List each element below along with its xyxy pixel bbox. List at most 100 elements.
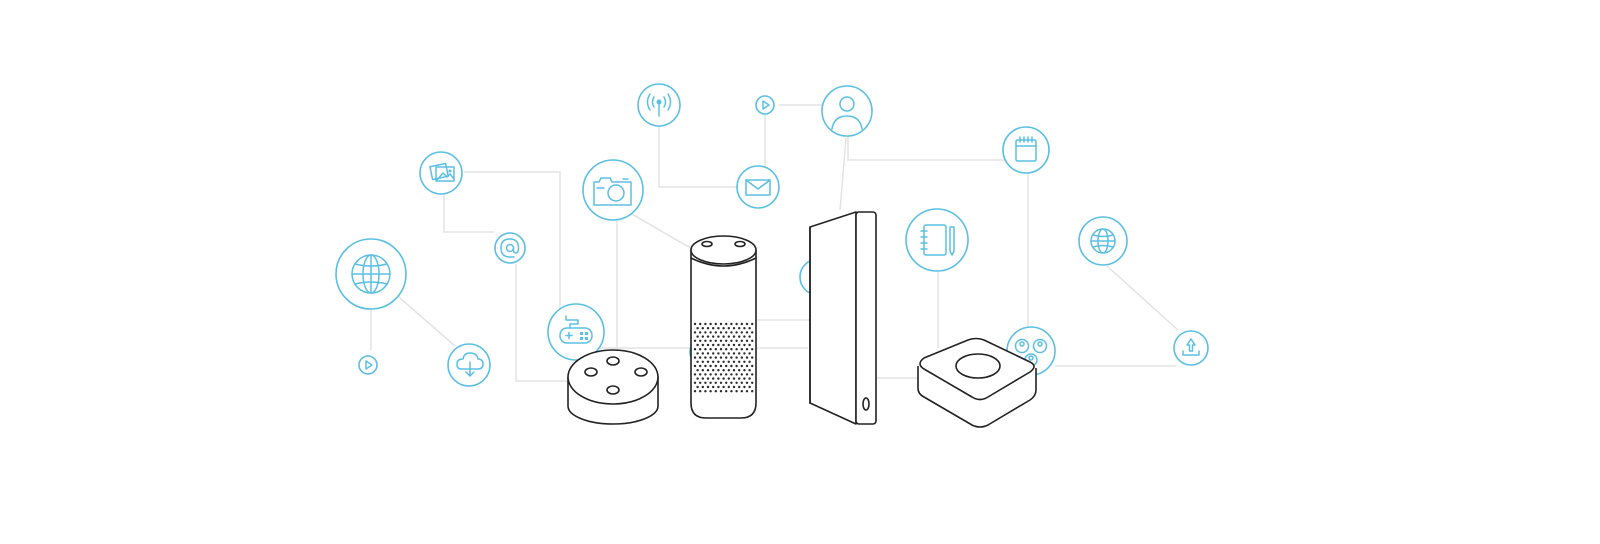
grille-hole: [725, 373, 728, 376]
grille-hole: [740, 381, 743, 384]
grille-hole: [717, 327, 720, 330]
grille-hole: [712, 385, 715, 389]
upload-icon: [1182, 338, 1200, 356]
calendar-icon: [1015, 136, 1037, 162]
grille-hole: [712, 352, 715, 355]
grille-hole: [740, 339, 743, 342]
photos-icon: [429, 162, 455, 182]
mail-node: [736, 165, 780, 209]
grille-hole: [740, 322, 743, 326]
grille-hole: [751, 373, 754, 376]
grille-hole: [714, 348, 717, 351]
grille-hole: [740, 364, 743, 368]
grille-hole: [701, 335, 704, 338]
grille-hole: [751, 339, 754, 342]
grille-hole: [706, 335, 710, 338]
grille-hole: [735, 364, 738, 368]
grille-hole: [704, 322, 707, 326]
grille-hole: [709, 339, 712, 342]
grille-hole: [719, 390, 723, 393]
grille-hole: [735, 381, 738, 384]
grille-hole: [730, 331, 733, 334]
grille-hole: [693, 390, 697, 393]
grille-hole: [719, 322, 723, 326]
grille-hole: [693, 373, 697, 376]
echo-dot-speaker: [567, 349, 659, 425]
grille-hole: [696, 369, 699, 372]
grille-hole: [732, 335, 736, 338]
grille-hole: [738, 360, 741, 363]
photos-node: [419, 151, 463, 195]
grille-hole: [727, 327, 730, 330]
grille-hole: [743, 369, 746, 372]
grille-hole: [730, 390, 733, 393]
grille-hole: [714, 331, 717, 334]
grille-hole: [745, 348, 749, 351]
grille-hole: [751, 364, 754, 368]
grille-hole: [738, 335, 741, 338]
grille-hole: [730, 356, 733, 359]
grille-hole: [738, 327, 741, 330]
user-node: [821, 85, 873, 137]
grille-hole: [732, 343, 736, 347]
grille-hole: [751, 356, 754, 359]
grille-hole: [714, 322, 717, 326]
grille-hole: [730, 348, 733, 351]
connection-lines: [370, 104, 1179, 382]
grille-hole: [727, 377, 730, 380]
grille-hole: [743, 327, 746, 330]
grille-hole: [727, 335, 730, 338]
grille-hole: [696, 335, 699, 338]
grille-hole: [699, 356, 702, 359]
grille-hole: [751, 381, 754, 384]
grille-hole: [738, 385, 741, 389]
play-node: [358, 355, 378, 375]
grille-hole: [717, 369, 720, 372]
grille-hole: [738, 369, 741, 372]
grille-hole: [714, 381, 717, 384]
grille-hole: [712, 335, 715, 338]
user-icon: [831, 96, 863, 130]
grille-hole: [735, 348, 738, 351]
grille-hole: [693, 356, 697, 359]
grille-hole: [748, 369, 751, 372]
grille-hole: [709, 322, 712, 326]
broadcast-node: [637, 83, 681, 127]
grille-hole: [699, 381, 702, 384]
grille-hole: [704, 390, 707, 393]
grille-hole: [740, 373, 743, 376]
grille-hole: [696, 343, 699, 347]
grille-hole: [745, 322, 749, 326]
grille-hole: [725, 390, 728, 393]
play-node-top: [755, 95, 775, 115]
echo-tower-speaker: [690, 235, 757, 419]
grille-hole: [745, 381, 749, 384]
grille-hole: [748, 335, 751, 338]
grille-hole: [699, 390, 702, 393]
grille-hole: [693, 348, 697, 351]
grille-hole: [743, 352, 746, 355]
grille-hole: [719, 356, 723, 359]
grille-hole: [696, 385, 699, 389]
grille-hole: [712, 360, 715, 363]
grille-hole: [730, 381, 733, 384]
grille-hole: [722, 343, 725, 347]
grille-hole: [735, 356, 738, 359]
globe-icon: [1090, 228, 1116, 254]
grille-hole: [745, 390, 749, 393]
grille-hole: [699, 348, 702, 351]
grille-hole: [732, 360, 736, 363]
grille-hole: [706, 369, 710, 372]
grille-hole: [751, 348, 754, 351]
grille-hole: [693, 331, 697, 334]
smart-hub: [917, 337, 1037, 428]
grille-hole: [738, 377, 741, 380]
broadcast-icon: [646, 93, 672, 117]
grille-hole: [699, 331, 702, 334]
grille-hole: [709, 373, 712, 376]
notebook-icon: [920, 224, 955, 256]
grille-hole: [709, 348, 712, 351]
grille-hole: [699, 364, 702, 368]
grille-hole: [714, 364, 717, 368]
